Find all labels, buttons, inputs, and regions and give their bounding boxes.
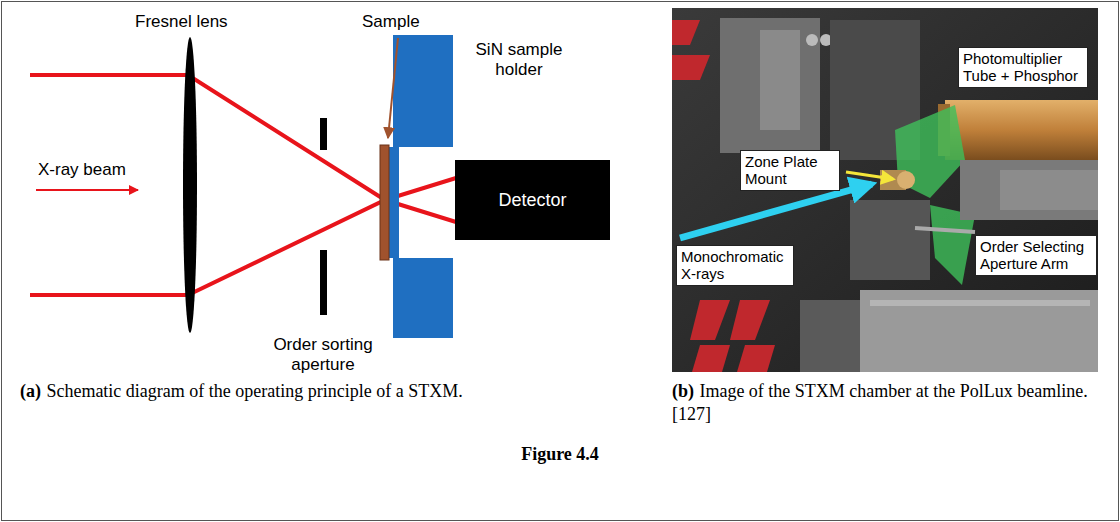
- label: Schematic diagram of the operating princ…: [46, 381, 462, 401]
- aperture-bar: [320, 118, 327, 150]
- node-text: Detector: [498, 190, 566, 211]
- label-group: Sample: [362, 12, 442, 32]
- leader-line: [388, 38, 398, 138]
- leader-line: [846, 172, 893, 179]
- beam-arrow: [36, 189, 138, 191]
- node-text: Order Selecting Aperture Arm: [980, 238, 1092, 273]
- label-group: Order sorting aperture: [262, 335, 384, 376]
- subfigure-letter: (b): [672, 381, 694, 401]
- label: Image of the STXM chamber at the PolLux …: [672, 381, 1088, 424]
- fresnel-lens: [183, 37, 197, 333]
- sample: [380, 145, 389, 260]
- detector-box: Detector: [455, 160, 610, 240]
- node-text: Photomultiplier Tube + Phosphor: [963, 50, 1083, 85]
- photo-label: Zone Plate Mount: [740, 150, 840, 191]
- node-text: Monochromatic X-rays: [681, 248, 789, 283]
- schematic: [30, 35, 456, 338]
- label-group: (b)Image of the STXM chamber at the PolL…: [672, 380, 1097, 427]
- photo-label: Order Selecting Aperture Arm: [975, 235, 1097, 276]
- figure-caption: Figure 4.4: [0, 443, 1120, 466]
- sample-holder: [389, 35, 453, 338]
- photo-label: Monochromatic X-rays: [676, 245, 794, 286]
- label-group: Fresnel lens: [135, 12, 255, 32]
- node-text: Zone Plate Mount: [745, 153, 835, 188]
- label: Fresnel lens: [135, 12, 228, 31]
- label: Order sorting aperture: [273, 335, 372, 374]
- label: X-ray beam: [38, 160, 126, 179]
- aperture-bar: [320, 250, 327, 315]
- subfigure-letter: (a): [20, 381, 41, 401]
- label-group: (a)Schematic diagram of the operating pr…: [20, 380, 610, 403]
- photo: [672, 8, 1098, 372]
- label: Sample: [362, 12, 420, 31]
- photo-label: Photomultiplier Tube + Phosphor: [958, 47, 1088, 88]
- label-group: SiN sample holder: [460, 40, 578, 81]
- beam-arrow: [680, 184, 872, 238]
- label-group: X-ray beam: [38, 160, 148, 180]
- label: SiN sample holder: [476, 40, 563, 79]
